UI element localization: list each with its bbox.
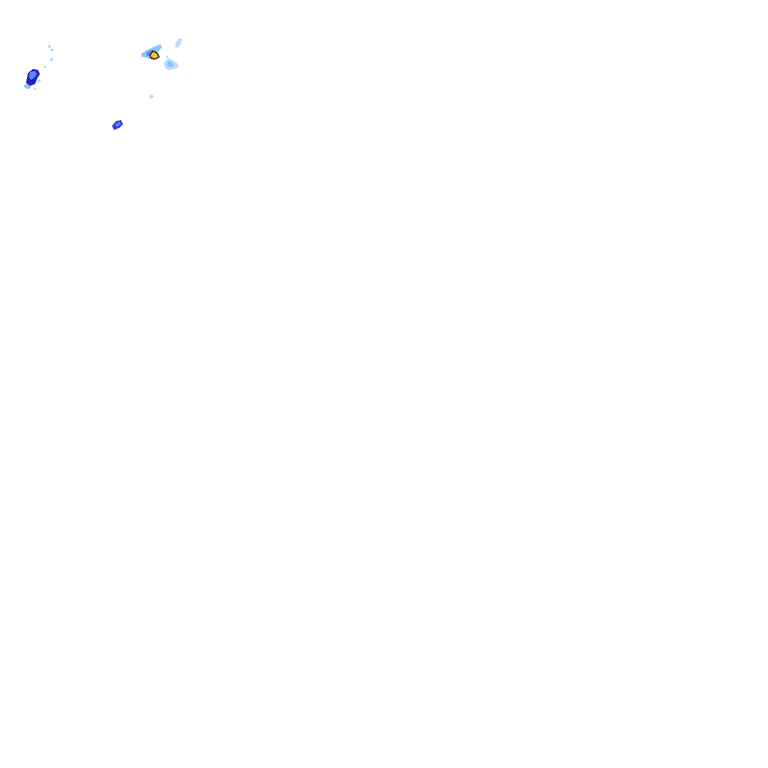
echo-cell-north-specks [44, 45, 53, 68]
echo-light-region [167, 61, 174, 67]
echo-cell-west-central [112, 120, 123, 130]
echo-moderate-region [115, 122, 121, 127]
echo-speck [158, 44, 160, 46]
echo-cell-central-speck [149, 94, 154, 99]
echo-cell-north-central-streak [164, 58, 179, 70]
echo-light-region [24, 84, 31, 89]
echo-cell-northwest-main [26, 69, 40, 86]
echo-speck [51, 49, 53, 51]
echo-speck [44, 66, 46, 68]
echo-cell-northwest-fringe [24, 79, 41, 89]
echo-speck [34, 88, 36, 90]
echo-moderate-region [29, 71, 37, 80]
echo-cell-small-dots [34, 44, 168, 90]
echo-light-region [37, 79, 41, 83]
echo-speck [149, 94, 154, 99]
echo-speck [50, 58, 53, 61]
echo-cell-north-central-core [149, 50, 161, 60]
echo-light-region [175, 38, 182, 48]
echo-extreme-core [149, 50, 161, 60]
echo-cell-north-east-fragment [175, 38, 182, 48]
echo-speck [48, 45, 51, 48]
echo-speck [166, 56, 168, 58]
